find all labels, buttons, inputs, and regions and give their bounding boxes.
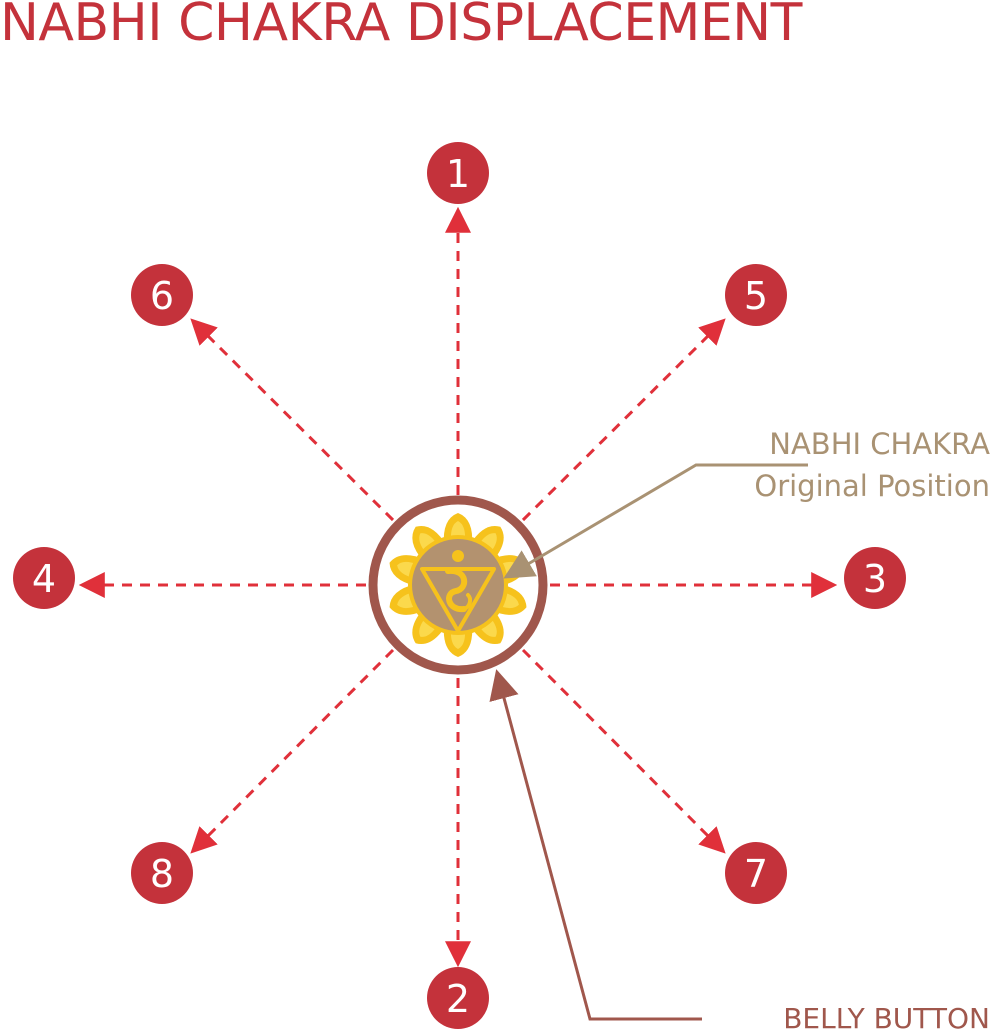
arrow-up-right (521, 318, 726, 522)
manipura-chakra-icon (389, 513, 527, 657)
badge-8: 8 (131, 842, 193, 904)
arrow-down-left (190, 648, 395, 854)
original-position-subtitle: Original Position (754, 469, 990, 503)
svg-text:4: 4 (32, 557, 56, 601)
badge-3: 3 (844, 547, 906, 609)
belly-button-callout: BELLY BUTTON (489, 669, 990, 1031)
svg-text:8: 8 (150, 852, 174, 896)
page-title: NABHI CHAKRA DISPLACEMENT (0, 0, 802, 53)
svg-text:5: 5 (744, 274, 768, 318)
direction-badges: 1 2 3 4 5 6 7 8 (13, 142, 906, 1029)
badge-4: 4 (13, 547, 75, 609)
badge-6: 6 (131, 264, 193, 326)
original-position-callout: NABHI CHAKRA Original Position (503, 427, 990, 579)
original-position-title: NABHI CHAKRA (769, 427, 990, 461)
svg-text:3: 3 (863, 557, 887, 601)
belly-button-label: BELLY BUTTON (783, 1002, 990, 1031)
svg-text:7: 7 (744, 852, 768, 896)
direction-arrows (78, 206, 838, 968)
svg-text:6: 6 (150, 274, 174, 318)
badge-2: 2 (427, 967, 489, 1029)
arrow-down-right (521, 648, 726, 854)
svg-text:2: 2 (446, 977, 470, 1021)
badge-7: 7 (725, 842, 787, 904)
badge-5: 5 (725, 264, 787, 326)
badge-1: 1 (427, 142, 489, 204)
arrow-up-left (190, 318, 395, 522)
svg-text:1: 1 (446, 152, 470, 196)
